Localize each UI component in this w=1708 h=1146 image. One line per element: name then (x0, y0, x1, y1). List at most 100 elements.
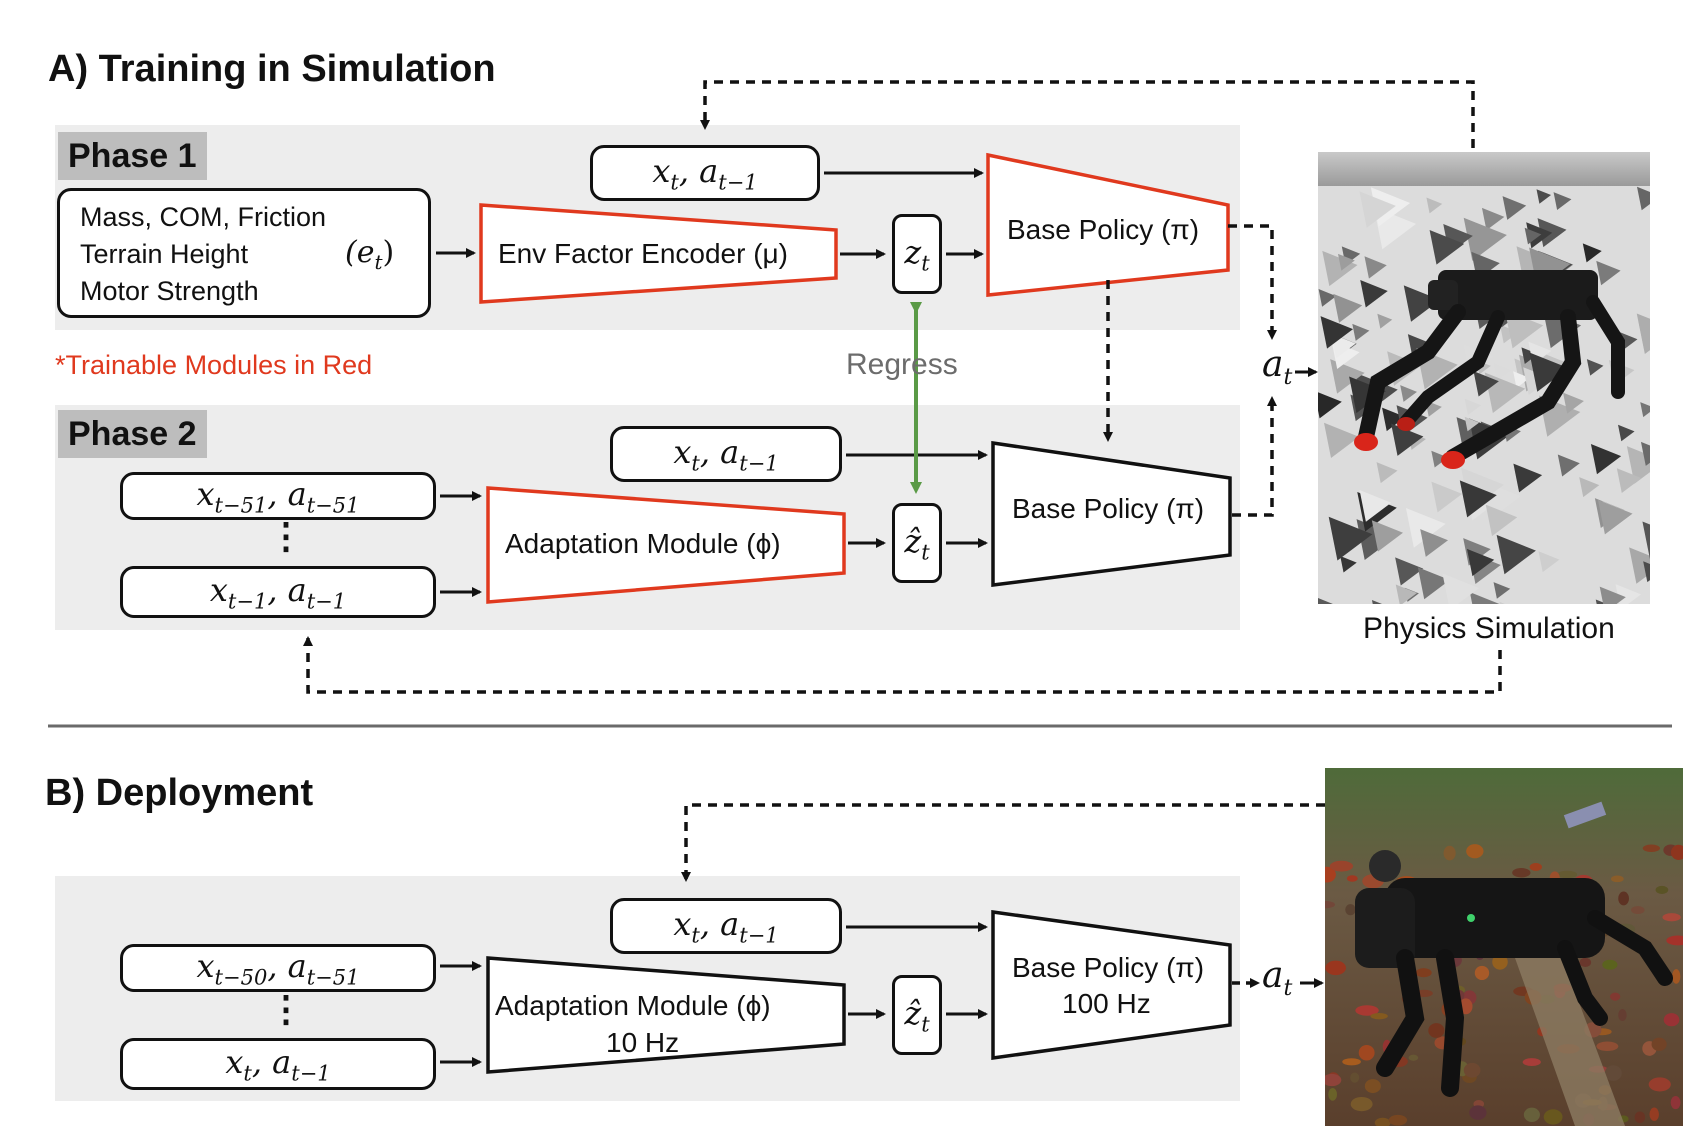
zhat-sub: t (921, 540, 930, 565)
latent-zhat-box: ẑt (892, 503, 942, 583)
obs-x-sub: t (691, 923, 700, 948)
terrain-facet (1513, 371, 1530, 388)
leaf-speck (1463, 1062, 1481, 1078)
terrain-facet (1420, 529, 1449, 557)
obs-sep: , a (251, 1042, 292, 1081)
latent-z-label: zt (904, 233, 929, 275)
terrain-facet (1328, 516, 1373, 561)
leaf-speck (1557, 870, 1578, 879)
obs-a-sub: t−1 (306, 589, 347, 614)
terrain-facet (1582, 243, 1602, 263)
section-a-title: A) Training in Simulation (48, 48, 496, 90)
dashed-sim-to-obs-p1 (700, 80, 1475, 148)
leaf-speck (1512, 868, 1531, 878)
obs-a-sub: t−51 (306, 493, 360, 518)
terrain-facet (1586, 359, 1604, 376)
env-symbol-main: (e (345, 235, 375, 270)
leaf-speck (1466, 844, 1484, 859)
terrain-facet (1596, 260, 1621, 286)
action-main: a (1262, 955, 1284, 996)
deploy-base-policy (991, 909, 1232, 1061)
env-params-list: Mass, COM, Friction Terrain Height Motor… (80, 199, 326, 310)
obs-sep: , a (267, 474, 307, 513)
leaf-speck (1529, 863, 1542, 871)
deploy-obs-box: xt, at−1 (610, 898, 842, 954)
leaf-speck (1443, 845, 1456, 861)
regress-label: Regress (846, 348, 958, 381)
leaf-speck (1610, 875, 1624, 883)
leaf-speck (1651, 1037, 1667, 1051)
terrain-facet (1333, 293, 1363, 323)
terrain-facet (1629, 547, 1650, 584)
terrain-facet (1524, 227, 1542, 245)
deploy-history-bottom-box: xt, at−1 (120, 1038, 436, 1090)
deploy-policy-label: Base Policy (π) (1012, 952, 1205, 983)
phase1-obs-label: xt, at−1 (652, 152, 757, 194)
terrain-facet (1417, 567, 1450, 600)
leaf-speck (1346, 875, 1358, 882)
terrain-facet (1590, 443, 1622, 475)
terrain-facet (1636, 186, 1650, 211)
obs-x-sub: t−51 (214, 493, 268, 518)
terrain-facet (1405, 507, 1446, 548)
terrain-facet (1557, 454, 1580, 477)
leaf-speck (1649, 1107, 1659, 1121)
phase2-adaptation-label: Adaptation Module (ϕ) (505, 528, 781, 559)
leaf-speck (1604, 1065, 1622, 1081)
leaf-speck (1350, 1096, 1373, 1112)
leaf-speck (1492, 954, 1508, 970)
phase2-adaptation-module (486, 486, 846, 604)
leaf-speck (1609, 992, 1621, 1001)
terrain-facet (1459, 480, 1497, 518)
leaf-speck (1618, 1008, 1627, 1022)
terrain-facet (1636, 313, 1650, 354)
terrain-facet (1395, 584, 1417, 604)
obs-x: x (225, 1042, 244, 1081)
phase2-history-top-box: xt−51, at−51 (120, 472, 436, 520)
terrain-facet (1431, 450, 1449, 468)
leaf-speck (1579, 957, 1592, 968)
terrain-facet (1464, 398, 1482, 416)
terrain-facet (1481, 207, 1505, 231)
terrain-facet (1318, 392, 1342, 419)
deploy-history-top-box: xt−50, at−51 (120, 944, 436, 992)
history-top-label: xt−51, at−51 (197, 475, 360, 517)
leaf-speck (1634, 1111, 1646, 1124)
leaf-speck (1631, 906, 1645, 915)
env-params-box: Mass, COM, Friction Terrain Height Motor… (57, 188, 431, 318)
encoder-label: Env Factor Encoder (μ) (498, 238, 789, 269)
terrain-facet (1640, 402, 1650, 418)
dashed-policy2-to-action (1232, 396, 1277, 517)
leaf-speck (1474, 965, 1490, 981)
terrain-facet (1521, 347, 1539, 364)
leaf-speck (1671, 844, 1683, 860)
leaf-speck (1325, 1073, 1342, 1087)
leaf-speck (1670, 1096, 1681, 1110)
terrain-facet (1431, 481, 1463, 513)
obs-x: x (652, 151, 671, 190)
leaf-speck (1329, 860, 1354, 872)
terrain-facet (1442, 573, 1480, 604)
deploy-policy-rate: 100 Hz (1062, 988, 1151, 1019)
terrain-facet (1599, 586, 1626, 604)
terrain-facet (1513, 463, 1543, 493)
leaf-speck (1523, 1107, 1540, 1122)
leaf-speck (1325, 901, 1335, 909)
terrain-facet (1371, 520, 1404, 552)
env-symbol-close: ) (382, 235, 395, 270)
terrain-facet (1318, 289, 1337, 307)
leaf-speck (1596, 1041, 1619, 1052)
leaf-speck (1325, 960, 1346, 976)
terrain-facet (1553, 192, 1572, 211)
terrain-facet (1485, 504, 1518, 537)
phase2-obs-label: xt, at−1 (673, 433, 778, 475)
terrain-facet (1322, 250, 1358, 287)
obs-x: x (673, 904, 692, 943)
leaf-speck (1342, 1058, 1361, 1066)
terrain-facet (1359, 490, 1392, 522)
terrain-facet (1429, 230, 1465, 265)
leaf-speck (1672, 969, 1681, 984)
leaf-speck (1618, 891, 1629, 906)
obs-a-sub: t−1 (739, 923, 779, 948)
leaf-speck (1415, 968, 1432, 978)
